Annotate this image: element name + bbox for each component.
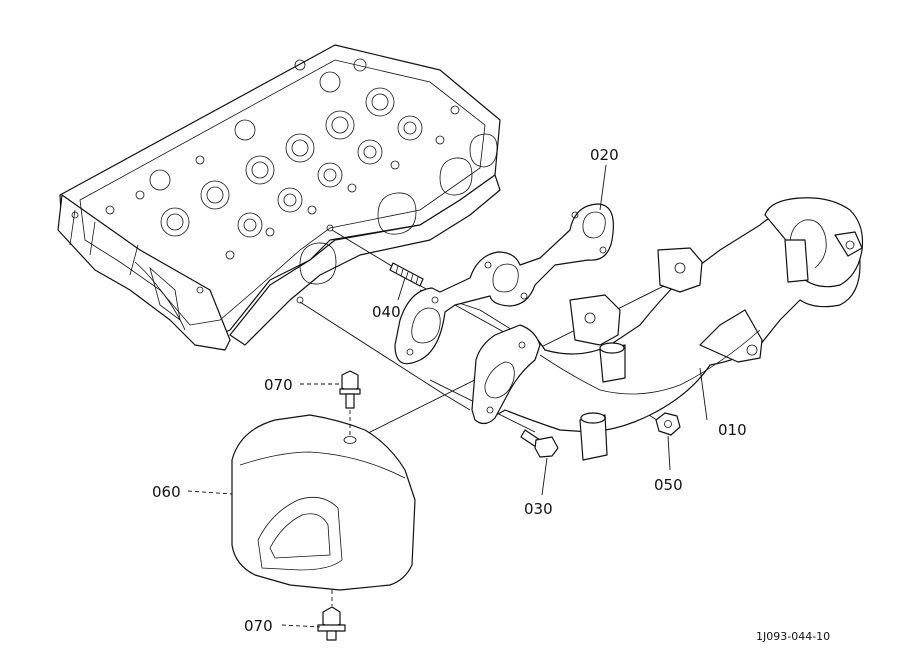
gasket-020 bbox=[394, 203, 614, 365]
callout-040: 040 bbox=[372, 303, 401, 321]
bolt-070-lower bbox=[317, 590, 346, 641]
figure-reference: 1J093-044-10 bbox=[756, 630, 830, 643]
valve-pockets bbox=[149, 58, 423, 238]
bolt-030 bbox=[520, 429, 559, 458]
bolt-070-upper bbox=[339, 370, 361, 438]
nut-050 bbox=[655, 412, 681, 436]
exhaust-manifold-010 bbox=[471, 197, 864, 461]
callout-leaders bbox=[187, 164, 708, 628]
callout-010: 010 bbox=[718, 421, 747, 439]
callout-070-lower: 070 bbox=[244, 617, 273, 635]
callout-020: 020 bbox=[590, 146, 619, 164]
callout-060: 060 bbox=[152, 483, 181, 501]
cylinder-head bbox=[57, 44, 501, 351]
exhaust-ports bbox=[299, 133, 498, 285]
callout-070-upper: 070 bbox=[264, 376, 293, 394]
callout-050: 050 bbox=[654, 476, 683, 494]
head-bolt-holes bbox=[71, 105, 460, 294]
stud-040 bbox=[389, 262, 424, 287]
callout-030: 030 bbox=[524, 500, 553, 518]
heat-shield-060 bbox=[231, 414, 416, 591]
